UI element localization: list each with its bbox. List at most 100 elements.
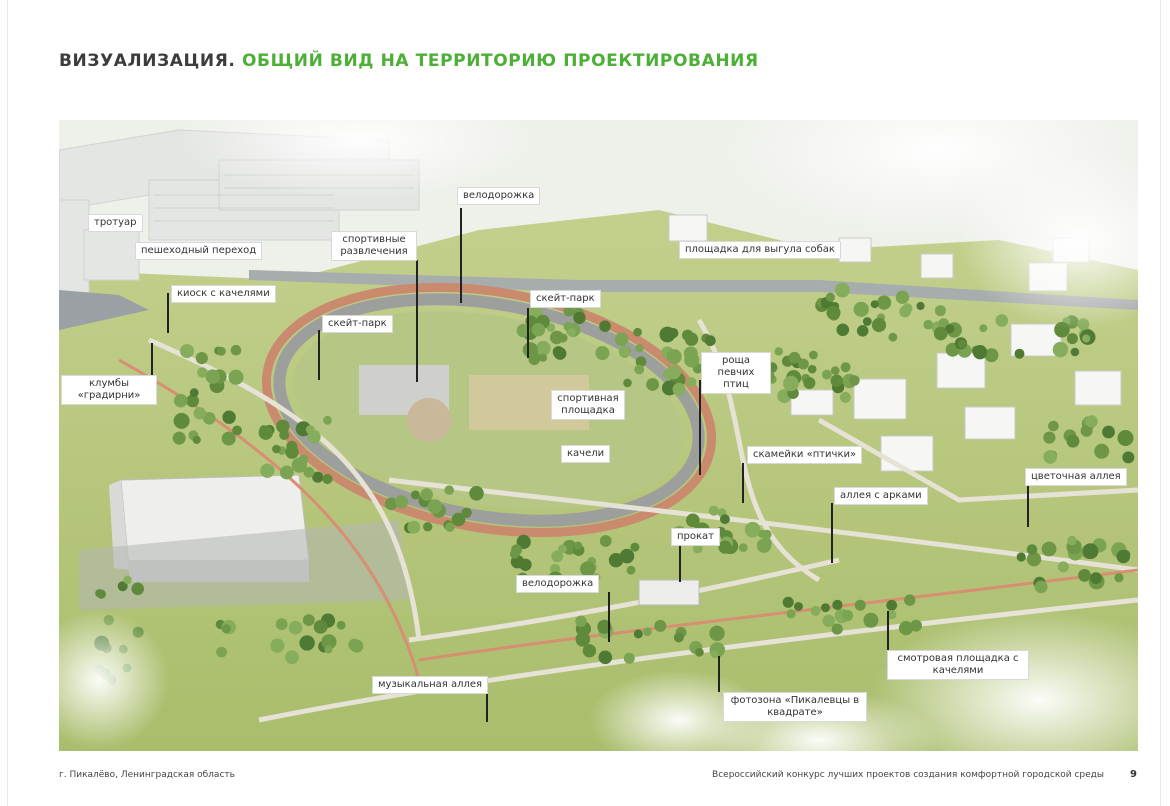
label-flowerbeds: клумбы «градирни»: [61, 375, 157, 405]
tree: [710, 650, 719, 659]
tree: [1117, 430, 1134, 446]
tree: [1043, 450, 1057, 464]
tree: [720, 514, 730, 525]
label-photo-zone: фотозона «Пикалевцы в квадрате»: [723, 692, 867, 722]
tree: [312, 471, 324, 483]
tree: [635, 344, 644, 353]
tree: [174, 393, 188, 408]
tree: [423, 522, 433, 532]
label-flower-alley: цветочная аллея: [1025, 468, 1127, 486]
parking-area: [79, 520, 409, 610]
label-songbird-grove: роща певчих птиц: [701, 352, 771, 394]
street: [59, 290, 149, 330]
tree: [738, 543, 748, 552]
tree: [1014, 348, 1025, 359]
tree: [384, 497, 398, 511]
tree: [762, 529, 772, 539]
tree: [646, 378, 659, 391]
tree: [272, 444, 281, 454]
tree: [1116, 549, 1131, 564]
title-part-accent: ОБЩИЙ ВИД НА ТЕРРИТОРИЮ ПРОЕКТИРОВАНИЯ: [242, 51, 759, 71]
tree: [708, 505, 719, 516]
aerial-visualization: велодорожка спортивные развлечения троту…: [59, 120, 1138, 751]
tree: [1066, 434, 1080, 448]
tree: [189, 388, 199, 398]
tree: [673, 632, 684, 643]
tree: [1066, 333, 1078, 345]
tree: [131, 582, 144, 596]
label-bike-path-bottom: велодорожка: [516, 575, 600, 593]
tree: [854, 599, 866, 611]
tree: [832, 599, 843, 610]
park-illustration: [59, 120, 1138, 751]
tree: [794, 602, 803, 611]
tree: [788, 351, 801, 364]
tree: [643, 627, 652, 636]
tree: [1026, 544, 1038, 555]
label-pedestrian-crossing: пешеходный переход: [135, 242, 263, 260]
tree: [830, 374, 843, 387]
tree: [321, 634, 337, 650]
tree: [904, 594, 916, 606]
tree: [324, 645, 333, 654]
tree: [1016, 552, 1026, 562]
tree: [1043, 431, 1056, 444]
tree: [322, 473, 333, 485]
tree: [798, 358, 809, 370]
tree: [831, 366, 840, 375]
tree: [117, 581, 128, 592]
tree: [597, 619, 612, 634]
label-rental: прокат: [671, 528, 720, 546]
tree: [945, 324, 955, 334]
leader-line: [699, 380, 701, 475]
tree: [288, 620, 303, 635]
tree: [1052, 341, 1069, 358]
tree: [195, 352, 208, 365]
tree: [550, 330, 564, 345]
leader-line: [527, 308, 529, 358]
tree: [285, 445, 299, 459]
tree: [957, 339, 967, 349]
leader-line: [167, 293, 169, 333]
tree: [807, 364, 817, 374]
tree: [203, 412, 216, 425]
tree: [302, 614, 315, 626]
label-kiosk-swings: киоск с качелями: [171, 285, 276, 303]
label-arch-alley: аллея с арками: [834, 487, 928, 505]
tree: [232, 425, 243, 436]
tree: [810, 605, 821, 616]
tree: [619, 548, 635, 564]
tree: [573, 311, 586, 325]
tree: [853, 301, 869, 317]
tree: [709, 625, 725, 641]
tree: [886, 599, 898, 611]
tree: [898, 621, 914, 636]
tree: [599, 535, 612, 547]
tree: [887, 610, 897, 620]
leader-line: [416, 260, 418, 382]
tree: [774, 347, 783, 356]
label-sport-entertainment: спортивные развлечения: [331, 231, 417, 261]
tree: [221, 431, 236, 446]
tree: [445, 522, 455, 532]
running-track: [261, 282, 717, 538]
tree: [1078, 569, 1091, 582]
tree: [173, 412, 190, 429]
tree: [567, 327, 577, 337]
tree: [228, 369, 244, 385]
tree: [634, 364, 645, 375]
tree: [258, 425, 273, 440]
tree: [654, 619, 667, 632]
tree: [821, 603, 830, 613]
tree: [842, 610, 854, 621]
tree: [1067, 535, 1077, 546]
tree: [276, 419, 290, 433]
tree: [871, 317, 887, 333]
leader-line: [718, 656, 720, 692]
footer-contest: Всероссийский конкурс лучших проектов со…: [712, 770, 1104, 780]
label-music-alley: музыкальная аллея: [372, 676, 489, 694]
tree: [862, 317, 872, 326]
tree: [516, 534, 531, 549]
leader-line: [460, 208, 462, 303]
tree: [695, 647, 704, 657]
